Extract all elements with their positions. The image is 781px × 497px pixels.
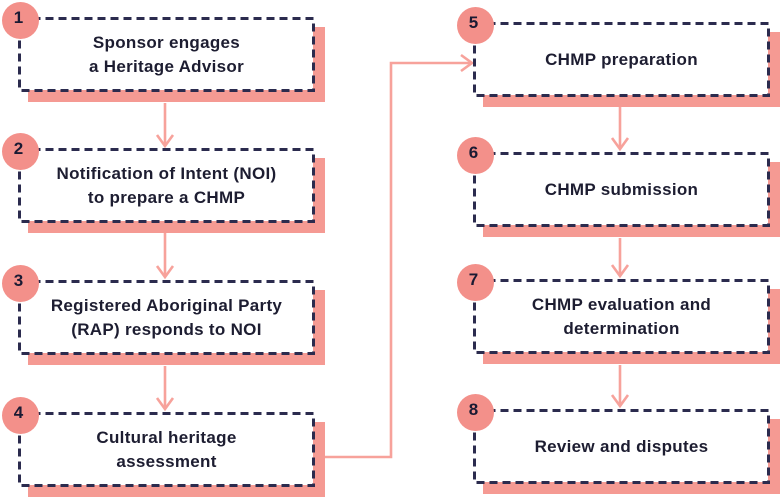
dashed-border [18, 280, 315, 355]
step-number: 5 [468, 12, 479, 32]
step-number: 8 [468, 399, 479, 419]
dashed-border [18, 17, 315, 92]
box-background [20, 282, 313, 353]
step-box-3: 3 Registered Aboriginal Party (RAP) resp… [2, 265, 325, 365]
step-box-4: 4 Cultural heritage assessment [2, 397, 325, 497]
arrow-right-icon [325, 53, 475, 459]
step-label: Cultural heritage assessment [96, 427, 237, 471]
box-background [475, 24, 768, 95]
dashed-border [473, 22, 770, 97]
step-box-6: 6 CHMP submission [457, 137, 780, 237]
step-label: Notification of Intent (NOI) to prepare … [56, 163, 277, 207]
arrow-down-icon [155, 233, 175, 280]
dashed-border [18, 412, 315, 487]
box-background [475, 411, 768, 482]
arrow-down-icon [610, 107, 630, 152]
step-label: Registered Aboriginal Party (RAP) respon… [50, 295, 283, 339]
box-background [20, 19, 313, 90]
box-background [20, 414, 313, 485]
arrow-down-icon [155, 103, 175, 149]
step-box-2: 2 Notification of Intent (NOI) to prepar… [2, 133, 325, 233]
step-number-badge: 7 [457, 264, 494, 301]
step-box-5: 5 CHMP preparation [457, 7, 780, 107]
step-label: CHMP preparation [545, 49, 698, 69]
step-number: 4 [13, 402, 24, 422]
step-number: 1 [13, 7, 24, 27]
dashed-border [473, 409, 770, 484]
step-number: 6 [468, 142, 479, 162]
step-label: Review and disputes [534, 436, 709, 456]
box-background [475, 154, 768, 225]
step-box-7: 7 CHMP evaluation and determination [457, 264, 780, 364]
step-number-badge: 3 [2, 265, 39, 302]
step-number-badge: 5 [457, 7, 494, 44]
step-number-badge: 4 [2, 397, 39, 434]
step-number-badge: 6 [457, 137, 494, 174]
step-label: Sponsor engages a Heritage Advisor [89, 32, 244, 76]
step-number: 3 [13, 270, 24, 290]
step-box-8: 8 Review and disputes [457, 394, 780, 494]
step-label: CHMP evaluation and determination [531, 294, 712, 338]
dashed-border [473, 152, 770, 227]
step-number: 2 [13, 138, 24, 158]
step-box-1: 1 Sponsor engages a Heritage Advisor [2, 2, 325, 102]
step-number-badge: 1 [2, 2, 39, 39]
dashed-border [18, 148, 315, 223]
step-label: CHMP submission [544, 179, 699, 199]
arrow-down-icon [610, 365, 630, 409]
arrow-down-icon [155, 366, 175, 412]
step-number-badge: 8 [457, 394, 494, 431]
dashed-border [473, 279, 770, 354]
step-number-badge: 2 [2, 133, 39, 170]
arrow-down-icon [610, 238, 630, 279]
box-background [20, 150, 313, 221]
box-background [475, 281, 768, 352]
step-number: 7 [468, 269, 479, 289]
